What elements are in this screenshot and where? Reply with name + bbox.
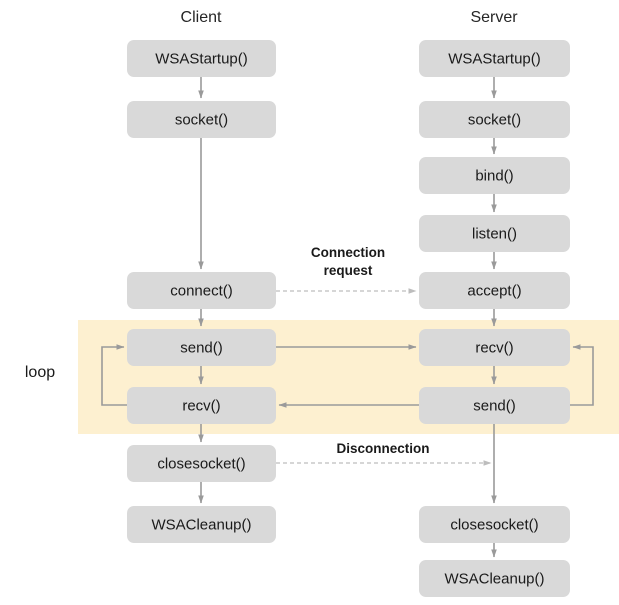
node-box <box>419 387 570 424</box>
node-label: send() <box>180 339 223 356</box>
client-node-wsacleanup[interactable]: WSACleanup() <box>127 506 276 543</box>
node-box <box>127 329 276 366</box>
server-node-socket[interactable]: socket() <box>419 101 570 138</box>
node-label: closesocket() <box>450 516 538 533</box>
connection-request-label-line2: request <box>324 263 373 278</box>
node-box <box>127 445 276 482</box>
node-box <box>127 40 276 77</box>
connection-request-label-line1: Connection <box>311 245 385 260</box>
node-label: socket() <box>175 111 228 128</box>
server-node-closesocket[interactable]: closesocket() <box>419 506 570 543</box>
server-node-listen[interactable]: listen() <box>419 215 570 252</box>
node-label: recv() <box>182 397 220 414</box>
client-node-connect[interactable]: connect() <box>127 272 276 309</box>
node-box <box>419 101 570 138</box>
server-node-accept[interactable]: accept() <box>419 272 570 309</box>
node-label: socket() <box>468 111 521 128</box>
node-label: listen() <box>472 225 517 242</box>
node-label: accept() <box>467 282 521 299</box>
node-box <box>419 272 570 309</box>
node-box <box>127 506 276 543</box>
node-box <box>419 157 570 194</box>
client-node-send[interactable]: send() <box>127 329 276 366</box>
node-box <box>419 560 570 597</box>
server-node-recv[interactable]: recv() <box>419 329 570 366</box>
disconnection-label: Disconnection <box>336 441 429 456</box>
node-label: WSAStartup() <box>155 50 248 67</box>
server-node-wsacleanup[interactable]: WSACleanup() <box>419 560 570 597</box>
client-node-recv[interactable]: recv() <box>127 387 276 424</box>
client-node-wsastartup[interactable]: WSAStartup() <box>127 40 276 77</box>
server-node-bind[interactable]: bind() <box>419 157 570 194</box>
node-box <box>419 329 570 366</box>
node-label: closesocket() <box>157 455 245 472</box>
node-label: WSACleanup() <box>151 516 251 533</box>
node-box <box>127 101 276 138</box>
client-node-closesocket[interactable]: closesocket() <box>127 445 276 482</box>
arrow-server-loopback <box>570 344 594 406</box>
node-label: send() <box>473 397 516 414</box>
node-label: WSACleanup() <box>444 570 544 587</box>
arrow-client-loopback <box>101 344 127 406</box>
node-box <box>127 272 276 309</box>
node-label: connect() <box>170 282 233 299</box>
node-box <box>127 387 276 424</box>
server-node-wsastartup[interactable]: WSAStartup() <box>419 40 570 77</box>
server-node-send[interactable]: send() <box>419 387 570 424</box>
client-node-socket[interactable]: socket() <box>127 101 276 138</box>
node-box <box>419 506 570 543</box>
node-box <box>419 40 570 77</box>
column-title-client: Client <box>181 9 222 26</box>
node-label: bind() <box>475 167 513 184</box>
node-box <box>419 215 570 252</box>
loop-label: loop <box>25 364 55 381</box>
column-title-server: Server <box>470 9 518 26</box>
node-label: WSAStartup() <box>448 50 541 67</box>
node-label: recv() <box>475 339 513 356</box>
